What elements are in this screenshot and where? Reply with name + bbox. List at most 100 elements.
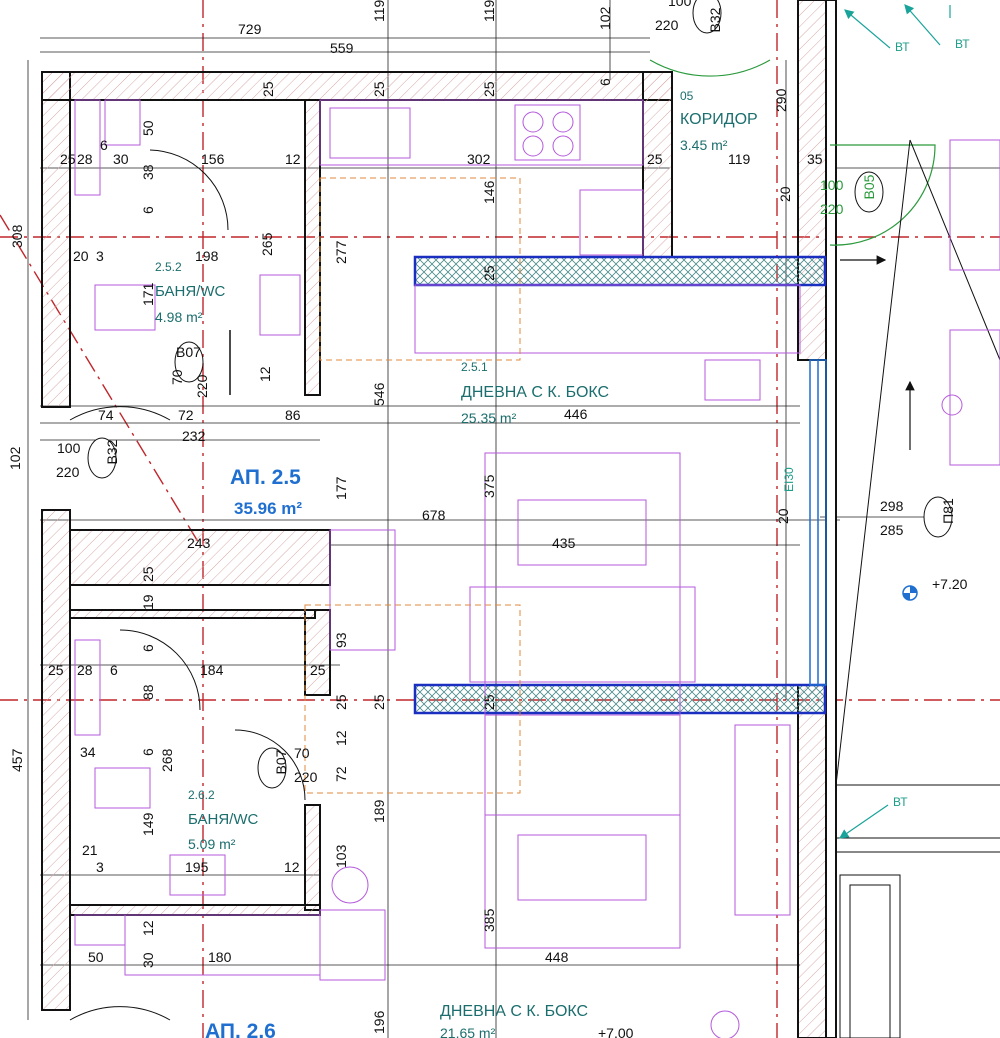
dim-label: 3: [96, 248, 104, 264]
dim-label: 25: [60, 151, 76, 167]
door-w-b32-mid: 100: [57, 440, 81, 456]
dim-label: 20: [73, 248, 89, 264]
room-name-2-5-1: ДНЕВНА С К. БОКС: [461, 384, 609, 401]
dim-label: 25: [310, 662, 326, 678]
door-code-b05: B05: [861, 174, 877, 199]
dim-label: 102: [597, 6, 613, 30]
dim-label: 678: [422, 507, 446, 523]
dim-label: 171: [140, 282, 156, 306]
dim-label: 448: [545, 949, 569, 965]
dim-label: 25: [647, 151, 663, 167]
room-number-2-6-2: 2.6.2: [188, 788, 215, 802]
dim-label: 12: [284, 859, 300, 875]
window-h-p81: 285: [880, 522, 904, 538]
dim-label: 72: [333, 766, 349, 782]
door-h-b32-mid: 220: [56, 464, 80, 480]
door-h-b32-top: 220: [655, 17, 679, 33]
dim-label: 6: [140, 748, 156, 756]
dim-label: 25: [371, 694, 387, 710]
door-h-b07-b: 220: [294, 769, 318, 785]
dim-label: 268: [159, 748, 175, 772]
dim-label: 3: [96, 859, 104, 875]
room-area-2-6-1: 21.65 m²: [440, 1025, 496, 1038]
dim-label: 119: [371, 0, 387, 22]
apartment-label-2-5: АП. 2.5: [230, 466, 301, 489]
dim-label: 28: [77, 151, 93, 167]
room-number-corridor: 05: [680, 89, 694, 103]
dim-label: 20: [775, 508, 791, 524]
flow-arrows: [840, 255, 915, 450]
fire-rating-label: EI30: [782, 467, 796, 492]
dim-label: 6: [100, 137, 108, 153]
dim-label: 25: [371, 81, 387, 97]
dim-label: 103: [333, 844, 349, 868]
window-w-p81: 298: [880, 498, 904, 514]
dim-label: 12: [333, 730, 349, 746]
dim-label: 446: [564, 406, 588, 422]
dim-label: 198: [195, 248, 219, 264]
dim-label: 38: [140, 164, 156, 180]
door-code-b32-mid: B32: [104, 439, 120, 464]
apartment-area-2-5: 35.96 m²: [234, 499, 302, 518]
door-w-b07-a: 70: [169, 369, 185, 385]
dim-label: 559: [330, 40, 354, 56]
dim-label: 6: [110, 662, 118, 678]
vt-label-3: ВТ: [893, 795, 908, 809]
dim-label: 729: [238, 21, 262, 37]
window: [809, 359, 827, 686]
dim-label: 25: [481, 694, 497, 710]
dim-label: 308: [9, 224, 25, 248]
dim-label: 12: [140, 920, 156, 936]
dim-label: 6: [597, 78, 613, 86]
dim-label: 12: [257, 366, 273, 382]
walls: [41, 0, 837, 1038]
dim-label: 28: [77, 662, 93, 678]
hvac-outline: [304, 177, 521, 794]
room-area-2-5-1: 25.35 m²: [461, 410, 517, 426]
door-w-b07-b: 70: [294, 745, 310, 761]
stairwell: [835, 139, 1000, 1038]
dim-label: 196: [371, 1010, 387, 1034]
room-area-2-6-2: 5.09 m²: [188, 836, 236, 852]
dim-label: 302: [467, 151, 491, 167]
dim-label: 19: [140, 594, 156, 610]
level-label-1: +7.20: [932, 576, 968, 592]
dim-label: 12: [285, 151, 301, 167]
vt-label-2: ВТ: [955, 37, 970, 51]
dim-label: 195: [185, 859, 209, 875]
beams: [413, 255, 827, 715]
dim-label: 149: [140, 812, 156, 836]
vt-arrows: [839, 4, 951, 839]
dim-label: 50: [140, 120, 156, 136]
door-swings-green: [649, 59, 936, 246]
apartment-label-2-6: АП. 2.6: [205, 1020, 276, 1038]
dim-label: 25: [481, 81, 497, 97]
dim-label: 156: [201, 151, 225, 167]
room-name-2-5-2: БАНЯ/WC: [155, 283, 226, 300]
door-swings: [69, 149, 306, 1021]
dim-label: 180: [208, 949, 232, 965]
dim-label: 74: [98, 407, 114, 423]
room-area-corridor: 3.45 m²: [680, 137, 728, 153]
dim-label: 277: [333, 240, 349, 264]
dim-label: 25: [333, 694, 349, 710]
dim-label: 86: [285, 407, 301, 423]
dim-label: 119: [728, 151, 751, 167]
door-h-b07-a: 220: [194, 374, 210, 398]
dim-label: 102: [7, 446, 23, 470]
room-number-2-5-2: 2.5.2: [155, 260, 182, 274]
dimension-lines: [27, 0, 1000, 1038]
door-code-b32-top: B32: [707, 7, 723, 32]
room-area-2-5-2: 4.98 m²: [155, 309, 203, 325]
dim-label: 375: [481, 474, 497, 498]
stair-furniture: [941, 139, 1000, 466]
room-name-2-6-2: БАНЯ/WC: [188, 811, 259, 828]
dim-label: 243: [187, 535, 211, 551]
dim-label: 25: [48, 662, 64, 678]
dim-label: 30: [113, 151, 129, 167]
dim-label: 34: [80, 744, 96, 760]
dim-label: 290: [773, 88, 789, 112]
door-code-b07-a: B07: [176, 344, 201, 360]
dim-label: 20: [777, 186, 793, 202]
dim-label: 88: [140, 684, 156, 700]
